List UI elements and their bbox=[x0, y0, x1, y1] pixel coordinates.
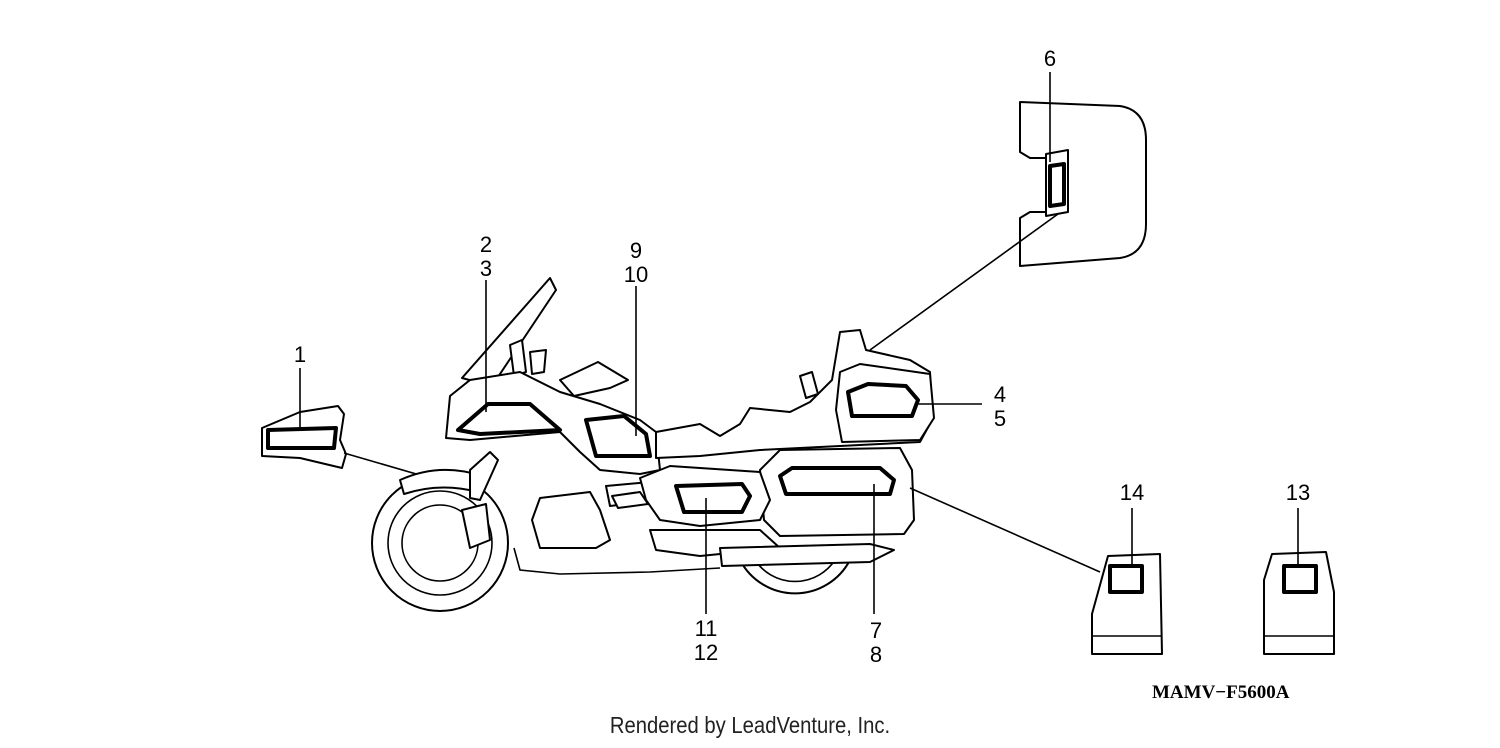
callout-1[interactable]: 1 bbox=[294, 342, 306, 367]
part-1-front-emblem[interactable] bbox=[261, 405, 347, 469]
callout-14[interactable]: 14 bbox=[1120, 480, 1144, 505]
panel-4-5 bbox=[846, 382, 920, 418]
callout-6[interactable]: 6 bbox=[1044, 46, 1056, 71]
panel-11-12 bbox=[674, 482, 752, 514]
part-13-emblem[interactable] bbox=[1263, 551, 1335, 655]
panel-2-3 bbox=[456, 402, 562, 436]
motorcycle-outline bbox=[371, 277, 935, 612]
callout-9[interactable]: 9 bbox=[630, 238, 642, 263]
callout-11[interactable]: 11 bbox=[695, 616, 718, 641]
panel-7-8 bbox=[778, 466, 896, 496]
callout-8[interactable]: 8 bbox=[870, 642, 882, 667]
footer-credit: Rendered by LeadVenture, Inc. bbox=[609, 712, 891, 738]
callout-5[interactable]: 5 bbox=[994, 406, 1006, 431]
callout-7[interactable]: 7 bbox=[870, 618, 882, 643]
leader-14-to-bag bbox=[909, 487, 1101, 573]
callout-13[interactable]: 13 bbox=[1286, 480, 1310, 505]
callout-4[interactable]: 4 bbox=[994, 382, 1006, 407]
callout-10[interactable]: 10 bbox=[624, 262, 648, 287]
panel-9-10 bbox=[584, 414, 652, 458]
callout-3[interactable]: 3 bbox=[480, 256, 492, 281]
callout-12[interactable]: 12 bbox=[694, 640, 718, 665]
leader-6-to-trunk bbox=[869, 213, 1059, 351]
part-14-emblem[interactable] bbox=[1091, 553, 1163, 655]
callout-2[interactable]: 2 bbox=[480, 232, 492, 257]
part-6-trunk-lid[interactable] bbox=[1019, 101, 1147, 267]
diagram-code: MAMV−F5600A bbox=[1152, 682, 1290, 703]
